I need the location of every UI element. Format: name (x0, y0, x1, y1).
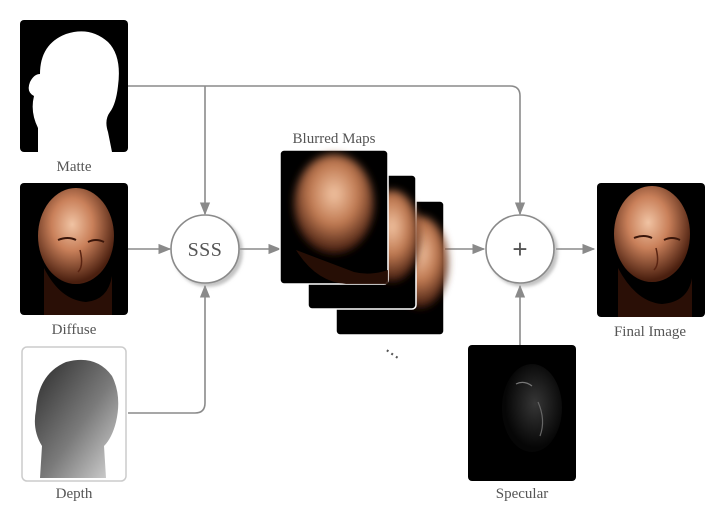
sss-node: SSS (170, 214, 240, 284)
blurred-maps-label: Blurred Maps (293, 131, 376, 147)
depth-image (21, 346, 127, 482)
sss-node-label: SSS (188, 239, 223, 261)
depth-label: Depth (56, 486, 93, 502)
wire-matte-main (128, 85, 526, 216)
more-maps-ellipsis: ... (382, 336, 408, 364)
blurred-map-1 (279, 149, 389, 285)
specular-label: Specular (496, 486, 548, 502)
plus-node-label: + (512, 234, 527, 264)
matte-image (20, 20, 128, 152)
final-image (597, 183, 705, 317)
matte-label: Matte (57, 159, 92, 175)
connections (128, 85, 596, 414)
diffuse-label: Diffuse (52, 322, 97, 338)
blurred-map-stack (279, 149, 448, 336)
specular-image (468, 345, 576, 481)
plus-node: + (485, 214, 555, 284)
diffuse-image (20, 183, 128, 315)
final-image-label: Final Image (614, 324, 686, 340)
wire-depth-to-sss (128, 284, 211, 414)
